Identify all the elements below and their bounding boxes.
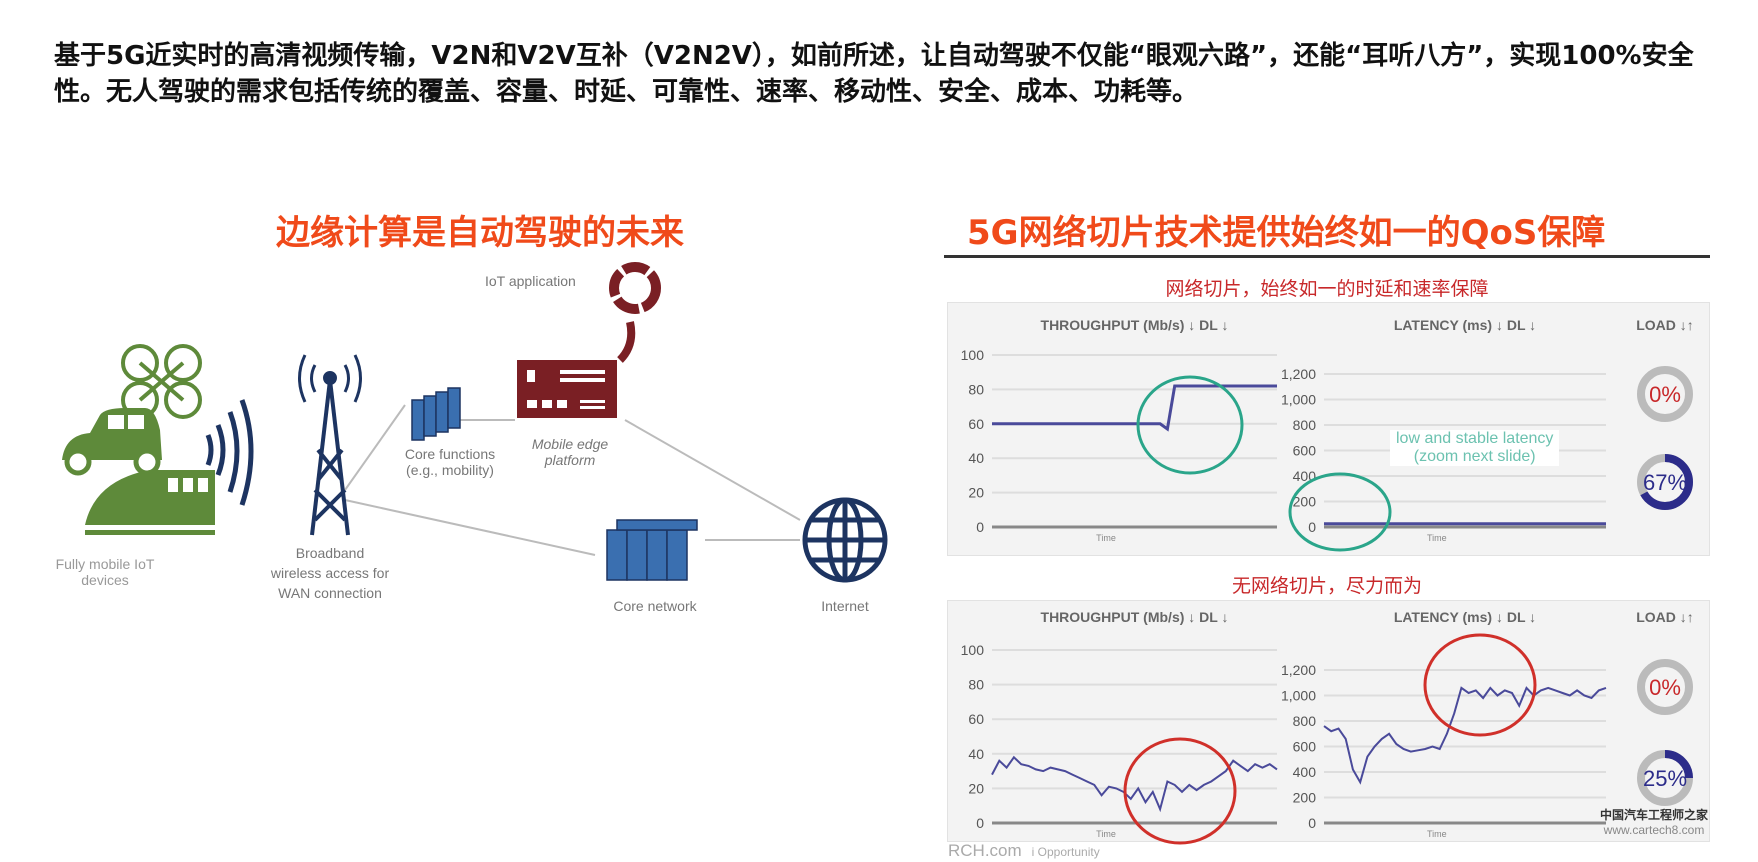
watermark-right-1: 中国汽车工程师之家 bbox=[1600, 808, 1709, 822]
y-tick-label: 80 bbox=[968, 381, 984, 397]
y-tick-label: 600 bbox=[1293, 443, 1317, 459]
annotation-line-2: (zoom next slide) bbox=[1413, 448, 1536, 465]
internet-label: Internet bbox=[821, 598, 869, 614]
y-tick-label: 800 bbox=[1293, 417, 1317, 433]
left-title: 边缘计算是自动驾驶的未来 bbox=[276, 213, 684, 253]
y-tick-label: 200 bbox=[1293, 494, 1317, 510]
car-icon bbox=[62, 408, 162, 476]
with-slicing-panel bbox=[947, 302, 1710, 556]
y-tick-label: 20 bbox=[968, 485, 984, 501]
y-tick-label: 60 bbox=[968, 711, 984, 727]
load-gauge-value: 0% bbox=[1649, 675, 1681, 700]
iot-application-label: IoT application bbox=[485, 273, 576, 289]
load-gauge-value: 67% bbox=[1643, 470, 1687, 495]
data-series-line bbox=[1323, 686, 1607, 785]
connection-lines bbox=[344, 404, 801, 556]
y-tick-label: 1,200 bbox=[1281, 662, 1316, 678]
y-tick-label: 600 bbox=[1293, 739, 1317, 755]
y-tick-label: 60 bbox=[968, 416, 984, 432]
latency-annotation: low and stable latency(zoom next slide) bbox=[1390, 430, 1560, 466]
load-gauge-value: 0% bbox=[1649, 382, 1681, 407]
y-tick-label: 0 bbox=[1308, 519, 1316, 535]
y-tick-label: 800 bbox=[1293, 713, 1317, 729]
watermark-left-2: i Opportunity bbox=[1031, 845, 1100, 859]
broadband-line-1: Broadband bbox=[295, 545, 365, 561]
x-axis-label: Time bbox=[1096, 829, 1116, 839]
y-tick-label: 40 bbox=[968, 746, 984, 762]
broadband-line-2: wireless access for bbox=[270, 565, 390, 581]
y-tick-label: 0 bbox=[976, 815, 984, 831]
devices-line-1: Fully mobile IoT bbox=[55, 556, 155, 572]
watermark-left-1: RCH.com bbox=[948, 841, 1022, 860]
chart-title: THROUGHPUT (Mb/s) ↓ DL ↓ bbox=[1041, 609, 1229, 625]
broadband-line-3: WAN connection bbox=[278, 585, 382, 601]
y-tick-label: 200 bbox=[1293, 790, 1317, 806]
y-tick-label: 40 bbox=[968, 450, 984, 466]
without-slicing-caption: 无网络切片，尽力而为 bbox=[1231, 575, 1423, 597]
core-network-server-icon bbox=[606, 519, 698, 581]
devices-line-2: devices bbox=[81, 572, 129, 588]
y-tick-label: 100 bbox=[961, 642, 985, 658]
watermark-right-2: www.cartech8.com bbox=[1603, 823, 1705, 837]
y-tick-label: 20 bbox=[968, 780, 984, 796]
watermark-left: RCH.com i Opportunity bbox=[948, 841, 1100, 861]
highlight-circle bbox=[1423, 633, 1537, 737]
mep-line-2: platform bbox=[544, 452, 596, 468]
right-title: 5G网络切片技术提供始终如一的QoS保障 bbox=[967, 213, 1606, 253]
edge-computing-diagram bbox=[62, 262, 888, 583]
cell-tower-icon bbox=[298, 354, 362, 536]
y-tick-label: 0 bbox=[1308, 815, 1316, 831]
core-functions-line-1: Core functions bbox=[404, 446, 496, 462]
y-tick-label: 80 bbox=[968, 677, 984, 693]
y-tick-label: 1,200 bbox=[1281, 366, 1316, 382]
highlight-circle bbox=[1136, 375, 1244, 475]
y-tick-label: 400 bbox=[1293, 764, 1317, 780]
y-tick-label: 1,000 bbox=[1281, 688, 1316, 704]
load-gauge-track bbox=[1637, 366, 1693, 422]
load-gauge-value: 25% bbox=[1643, 766, 1687, 791]
annotation-line-1: low and stable latency bbox=[1396, 430, 1554, 447]
with-slicing-caption: 网络切片，始终如一的时延和速率保障 bbox=[1165, 278, 1489, 300]
chart-title: LATENCY (ms) ↓ DL ↓ bbox=[1394, 609, 1536, 625]
core-functions-label: Core functions(e.g., mobility) bbox=[400, 446, 500, 478]
chart-title: THROUGHPUT (Mb/s) ↓ DL ↓ bbox=[1041, 317, 1229, 333]
title-divider bbox=[944, 255, 1710, 258]
data-series-line bbox=[992, 384, 1277, 432]
load-gauge-track bbox=[1637, 659, 1693, 715]
core-network-label: Core network bbox=[613, 598, 697, 614]
load-title: LOAD ↓↑ bbox=[1636, 317, 1694, 333]
iot-application-icon bbox=[609, 262, 661, 363]
highlight-circle bbox=[1288, 472, 1392, 552]
mobile-edge-platform-icon bbox=[517, 360, 617, 418]
wireless-signal-icon bbox=[205, 399, 254, 506]
x-axis-label: Time bbox=[1096, 533, 1116, 543]
load-gauge-fill bbox=[1637, 750, 1693, 806]
intro-paragraph: 基于5G近实时的高清视频传输，V2N和V2V互补（V2N2V），如前所述，让自动… bbox=[54, 41, 1694, 107]
y-tick-label: 1,000 bbox=[1281, 392, 1316, 408]
train-icon bbox=[85, 470, 215, 535]
mep-line-1: Mobile edge bbox=[531, 436, 609, 452]
chart-title: LATENCY (ms) ↓ DL ↓ bbox=[1394, 317, 1536, 333]
internet-globe-icon bbox=[802, 497, 888, 583]
y-tick-label: 0 bbox=[976, 519, 984, 535]
drone-icon bbox=[121, 344, 202, 419]
core-functions-server-icon bbox=[411, 387, 461, 441]
load-title: LOAD ↓↑ bbox=[1636, 609, 1694, 625]
highlight-circle bbox=[1123, 737, 1237, 845]
x-axis-label: Time bbox=[1427, 533, 1447, 543]
y-tick-label: 100 bbox=[961, 347, 985, 363]
x-axis-label: Time bbox=[1427, 829, 1447, 839]
core-functions-line-2: (e.g., mobility) bbox=[406, 462, 494, 478]
load-gauge-fill bbox=[1637, 454, 1693, 510]
